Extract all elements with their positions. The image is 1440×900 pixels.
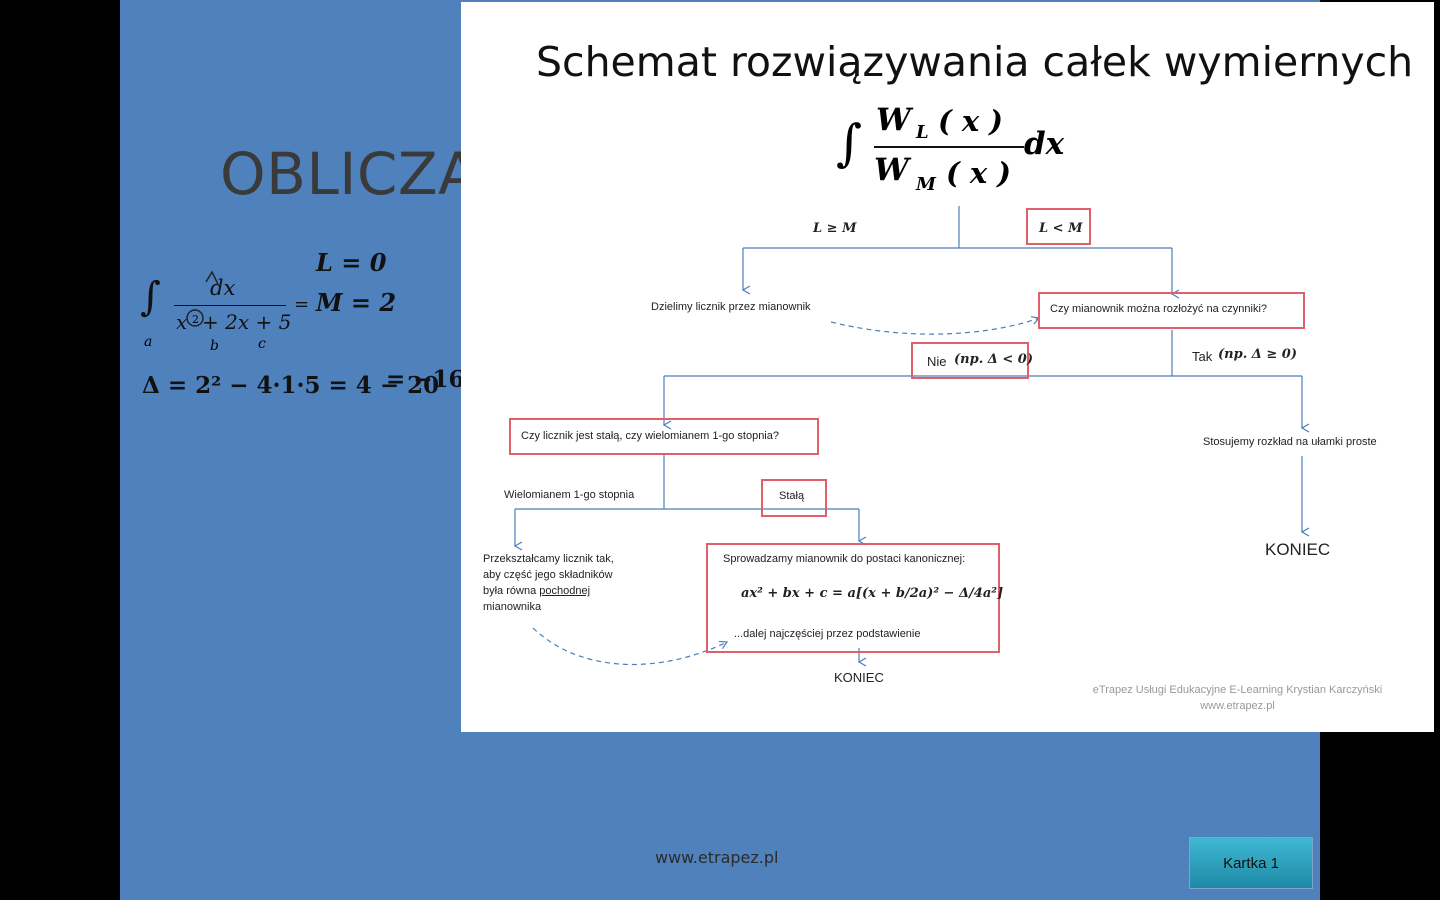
flowchart-connectors [513,206,1310,667]
flowchart-panel: Schemat rozwiązywania całek wymiernych ∫… [461,2,1434,732]
integral-bottom-W: W [874,152,909,188]
kartka-1-button[interactable]: Kartka 1 [1189,837,1313,889]
numerator-question: Czy licznik jest stałą, czy wielomianem … [521,430,779,442]
svg-text:2: 2 [192,313,199,326]
integral-top-W: W [876,102,911,138]
integral-top-arg: ( x ) [938,104,1003,138]
integral-top-sub: L [916,122,929,143]
tak-label: Tak [1192,349,1213,364]
integral-denominator-rest: + 2x + 5 [202,310,292,334]
main-fraction-bar [874,146,1024,148]
fraction-bar [174,305,286,306]
footer-url: www.etrapez.pl [655,848,779,867]
transform-line-2: aby część jego składników [483,569,613,581]
top-edge-line [461,0,927,2]
end-right: KONIEC [1265,540,1331,559]
factor-question-box [1038,292,1305,329]
transform-derivative: pochodnej [539,585,591,597]
integral-dx: dx [1024,126,1065,162]
factor-question: Czy mianownik można rozłożyć na czynniki… [1050,303,1268,315]
tak-condition: (np. Δ ≥ 0) [1218,347,1297,362]
flowchart-title: Schemat rozwiązywania całek wymiernych [536,38,1414,86]
constant-box [761,479,827,517]
nie-box [911,342,1029,379]
branch-right-label: L < M [1039,221,1083,236]
main-integral-sign: ∫ [836,114,863,172]
hand-c: c [258,336,266,352]
canonical-formula: ax² + bx + c = a[(x + b/2a)² − Δ/4a²] [741,586,1004,601]
branch-left-label: L ≥ M [813,221,857,236]
constant-branch-label: Stałą [779,490,805,502]
canonical-note: ...dalej najczęściej przez podstawienie [734,628,921,640]
partial-fractions-step: Stosujemy rozkład na ułamki proste [1203,436,1377,448]
hand-b: b [210,338,219,354]
integral-bottom-arg: ( x ) [946,156,1011,190]
transform-line-3: była równa pochodnej [483,585,590,597]
slide-title: OBLICZA [220,140,479,208]
canonical-box [706,543,1000,653]
transform-line-1: Przekształcamy licznik tak, [483,553,614,565]
credit-line-1: eTrapez Usługi Edukacyjne E-Learning Kry… [1092,684,1383,696]
credit-line-2: www.etrapez.pl [1200,700,1275,712]
numerator-question-box [509,418,819,455]
divide-step: Dzielimy licznik przez mianownik [651,301,811,313]
equation-delta-result: = −16 [386,366,465,393]
canonical-title: Sprowadzamy mianownik do postaci kanonic… [723,553,966,565]
integral-equals: = [294,294,310,315]
hand-a: a [144,334,152,350]
transform-line-3-text: była równa [483,585,537,597]
integral-numerator: dx [210,276,236,300]
nie-label: Nie [927,354,947,369]
nie-condition: (np. Δ < 0) [954,352,1033,367]
equation-M: M = 2 [316,288,397,317]
equation-L: L = 0 [316,248,387,277]
main-integral: ∫ W L ( x ) W M ( x ) dx [836,102,1086,202]
integral-expression: ∫ dx x + 2x + 5 = [140,270,309,350]
handwriting-annotations: 2 a b c [144,270,266,354]
integral-bottom-sub: M [916,174,936,195]
equation-delta: Δ = 2² − 4·1·5 = 4 − 20 [142,372,440,399]
transform-line-4: mianownika [483,601,542,613]
top-edge-mark [1165,0,1187,2]
polynomial-branch-label: Wielomianem 1-go stopnia [504,489,635,501]
branch-right-box [1026,208,1091,245]
integral-sign: ∫ [140,274,161,320]
integral-denominator-x: x [176,310,188,334]
end-bottom: KONIEC [834,670,884,685]
